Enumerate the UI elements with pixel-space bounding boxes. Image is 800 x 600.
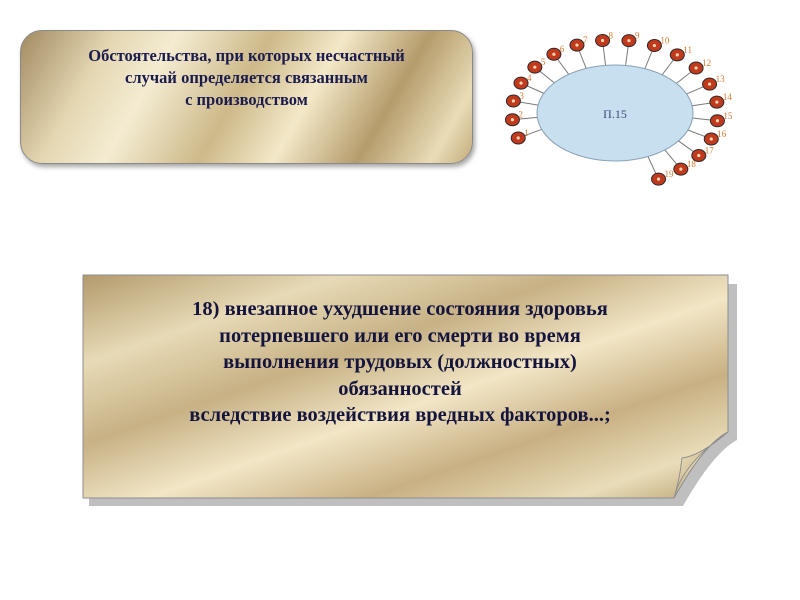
node-number: 16 [717, 129, 727, 139]
node-dot [656, 177, 661, 181]
node-number: 12 [702, 58, 711, 68]
node-number: 15 [723, 111, 733, 121]
node-number: 10 [660, 36, 670, 46]
node-number: 19 [665, 169, 675, 179]
node-number: 11 [683, 45, 692, 55]
node-number: 1 [524, 128, 529, 138]
node-number: 5 [541, 57, 546, 67]
diagram-nodes [504, 34, 725, 186]
heading-text: Обстоятельства, при которых несчастный с… [88, 46, 405, 109]
node-dot [575, 43, 579, 47]
node-dot [516, 136, 520, 140]
node-number: 7 [583, 35, 588, 45]
node-dot [675, 53, 679, 57]
node-number: 8 [609, 31, 614, 41]
node-number: 13 [716, 74, 726, 84]
node-number: 18 [687, 159, 697, 169]
node-dot [709, 137, 713, 141]
node-dot [652, 43, 657, 48]
node-number: 2 [518, 110, 523, 120]
note-text: 18) внезапное ухудшение состояния здоров… [189, 298, 611, 426]
node-number: 3 [519, 91, 524, 101]
node-number: 17 [705, 145, 715, 155]
node-dot [519, 81, 523, 85]
node-dot [694, 66, 698, 70]
node-dot [707, 82, 712, 86]
node-dot [533, 65, 537, 69]
note-card [82, 274, 737, 506]
page-curl [673, 431, 729, 499]
node-dot [510, 118, 515, 122]
node-number: 4 [527, 73, 532, 83]
node-number: 14 [723, 92, 733, 102]
node-dot [627, 39, 631, 43]
node-dot [697, 153, 701, 158]
node-dot [552, 52, 556, 56]
node-dot [511, 99, 515, 103]
center-ellipse [536, 64, 694, 162]
node-dot [679, 167, 683, 171]
node-dot [715, 119, 720, 123]
node-dot [715, 100, 719, 104]
node-dot [600, 38, 605, 43]
node-number: 6 [560, 44, 565, 54]
heading-box: Обстоятельства, при которых несчастный с… [20, 30, 473, 164]
node-number: 9 [635, 31, 640, 41]
center-label: П.15 [603, 107, 627, 121]
